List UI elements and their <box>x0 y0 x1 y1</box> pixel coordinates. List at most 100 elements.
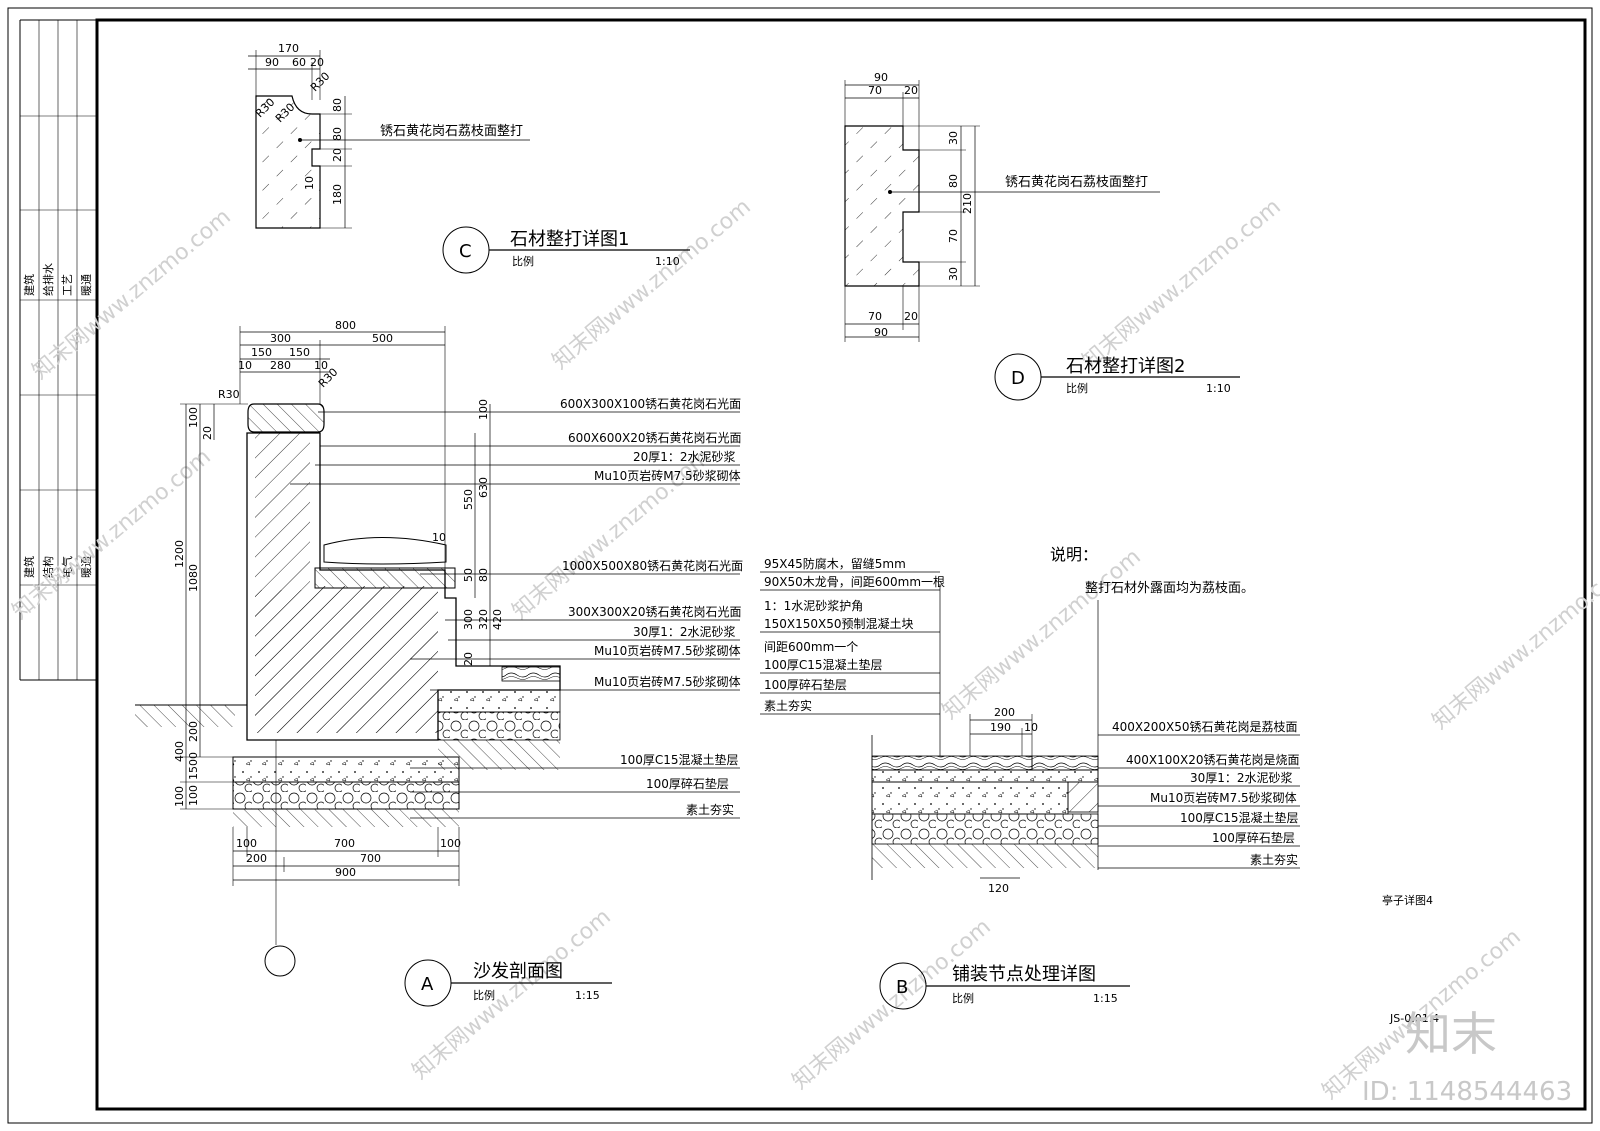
section-marker-a <box>264 945 296 977</box>
title-block: 建筑 给排水 工艺 暖通 建筑 结构 电气 暖通 <box>19 19 97 681</box>
seat-slab-a <box>314 567 456 589</box>
svg-text:知末网www.znzmo.com: 知末网www.znzmo.com <box>938 544 1146 724</box>
svg-text:600X600X20锈石黄花岗石光面: 600X600X20锈石黄花岗石光面 <box>568 430 742 445</box>
svg-text:20: 20 <box>201 426 214 440</box>
detail-marker-c-letter: C <box>459 241 472 262</box>
svg-text:100厚碎石垫层: 100厚碎石垫层 <box>646 776 729 791</box>
svg-text:30厚1：2水泥砂浆: 30厚1：2水泥砂浆 <box>633 624 736 639</box>
svg-text:70: 70 <box>868 310 882 323</box>
svg-text:Mu10页岩砖M7.5砂浆砌体: Mu10页岩砖M7.5砂浆砌体 <box>1150 790 1297 805</box>
svg-text:100厚碎石垫层: 100厚碎石垫层 <box>764 677 847 692</box>
svg-text:比例: 比例 <box>1066 381 1088 395</box>
dim-c-90: 90 <box>265 56 279 69</box>
svg-text:R30: R30 <box>308 70 332 94</box>
svg-text:200: 200 <box>246 852 267 865</box>
svg-text:知末网www.znzmo.com: 知末网www.znzmo.com <box>1078 194 1286 374</box>
svg-text:550: 550 <box>462 489 475 510</box>
svg-text:150: 150 <box>289 346 310 359</box>
svg-text:150: 150 <box>251 346 272 359</box>
svg-text:100: 100 <box>236 837 257 850</box>
svg-text:10: 10 <box>432 531 446 544</box>
drawing-frame <box>95 18 1587 1111</box>
detail-marker-a-letter: A <box>421 974 434 995</box>
svg-text:1:15: 1:15 <box>575 989 600 1002</box>
svg-text:90: 90 <box>874 71 888 84</box>
svg-text:200: 200 <box>187 721 200 742</box>
svg-text:10: 10 <box>1024 721 1038 734</box>
svg-text:320: 320 <box>477 609 490 630</box>
svg-text:400X200X50锈石黄花岗是荔枝面: 400X200X50锈石黄花岗是荔枝面 <box>1112 719 1298 734</box>
svg-text:1：1水泥砂浆护角: 1：1水泥砂浆护角 <box>764 598 863 613</box>
svg-text:400X100X20锈石黄花岗是烧面: 400X100X20锈石黄花岗是烧面 <box>1126 752 1300 767</box>
dim-c-total: 170 <box>278 42 299 55</box>
title-block-label: 给排水 <box>41 263 55 296</box>
detail-title-a: 沙发剖面图 <box>473 961 563 982</box>
svg-text:10: 10 <box>314 359 328 372</box>
svg-text:100: 100 <box>173 786 186 807</box>
title-block-label: 电气 <box>60 556 74 578</box>
svg-text:100厚碎石垫层: 100厚碎石垫层 <box>1212 830 1295 845</box>
title-block-label: 建筑 <box>22 556 36 578</box>
title-block-label: 建筑 <box>22 274 36 296</box>
callout-c: 锈石黄花岗石荔枝面整打 <box>380 123 523 139</box>
svg-text:900: 900 <box>335 866 356 879</box>
svg-text:80: 80 <box>477 568 490 582</box>
svg-text:素土夯实: 素土夯实 <box>686 802 734 817</box>
svg-text:100: 100 <box>477 399 490 420</box>
title-block-label: 工艺 <box>61 274 74 296</box>
svg-text:100厚C15混凝土垫层: 100厚C15混凝土垫层 <box>620 752 739 767</box>
svg-text:20: 20 <box>904 84 918 97</box>
detail-b: 95X45防腐木，留缝5mm 90X50木龙骨，间距600mm一根 1：1水泥砂… <box>760 556 1300 1010</box>
title-block-label: 结构 <box>41 556 55 578</box>
gravel-layer-a <box>232 781 460 810</box>
svg-text:30: 30 <box>947 131 960 145</box>
title-block-label: 暖通 <box>80 274 93 296</box>
notes-text: 整打石材外露面均为荔枝面。 <box>1085 581 1254 596</box>
svg-text:1:15: 1:15 <box>1093 992 1118 1005</box>
svg-text:20厚1：2水泥砂浆: 20厚1：2水泥砂浆 <box>633 449 736 464</box>
svg-text:100: 100 <box>440 837 461 850</box>
cap-stone-a <box>247 403 325 433</box>
svg-text:80: 80 <box>947 174 960 188</box>
svg-text:20: 20 <box>904 310 918 323</box>
svg-text:500: 500 <box>372 332 393 345</box>
svg-text:素土夯实: 素土夯实 <box>1250 852 1298 867</box>
svg-text:200: 200 <box>994 706 1015 719</box>
notes: 说明： 整打石材外露面均为荔枝面。 <box>1050 545 1254 596</box>
svg-text:800: 800 <box>335 319 356 332</box>
concrete-base-a <box>232 756 460 783</box>
svg-text:30: 30 <box>947 267 960 281</box>
svg-text:630: 630 <box>477 477 490 498</box>
detail-marker-d-letter: D <box>1011 368 1025 389</box>
stone-profile-c <box>255 95 321 229</box>
svg-text:700: 700 <box>334 837 355 850</box>
svg-text:知末网www.znzmo.com: 知末网www.znzmo.com <box>548 194 756 374</box>
svg-text:95X45防腐木，留缝5mm: 95X45防腐木，留缝5mm <box>764 556 906 571</box>
svg-text:50: 50 <box>462 568 475 582</box>
svg-text:1:10: 1:10 <box>655 255 680 268</box>
brand-watermark: 知末 <box>1405 1007 1497 1061</box>
svg-text:10: 10 <box>303 176 316 190</box>
svg-text:400: 400 <box>173 741 186 762</box>
svg-text:Mu10页岩砖M7.5砂浆砌体: Mu10页岩砖M7.5砂浆砌体 <box>594 468 741 483</box>
svg-text:300X300X20锈石黄花岗石光面: 300X300X20锈石黄花岗石光面 <box>568 604 742 619</box>
seat-cushion-a <box>323 537 447 565</box>
svg-text:420: 420 <box>491 609 504 630</box>
svg-text:70: 70 <box>868 84 882 97</box>
svg-text:1500: 1500 <box>187 752 200 780</box>
outer-frame <box>7 7 1593 1124</box>
svg-text:1200: 1200 <box>173 540 186 568</box>
svg-text:知末网www.znzmo.com: 知末网www.znzmo.com <box>28 204 236 384</box>
svg-text:1080: 1080 <box>187 564 200 592</box>
dim-c-60: 60 <box>292 56 306 69</box>
soil-layer-a <box>233 809 459 827</box>
title-block-label: 暖通 <box>80 556 93 578</box>
detail-marker-b-letter: B <box>896 977 908 998</box>
svg-text:Mu10页岩砖M7.5砂浆砌体: Mu10页岩砖M7.5砂浆砌体 <box>594 643 741 658</box>
svg-text:80: 80 <box>331 127 344 141</box>
svg-text:300: 300 <box>270 332 291 345</box>
svg-text:100: 100 <box>187 785 200 806</box>
figure-label: 亭子详图4 <box>1382 893 1433 907</box>
detail-title-b: 铺装节点处理详图 <box>952 964 1096 985</box>
svg-text:100厚C15混凝土垫层: 100厚C15混凝土垫层 <box>764 657 883 672</box>
